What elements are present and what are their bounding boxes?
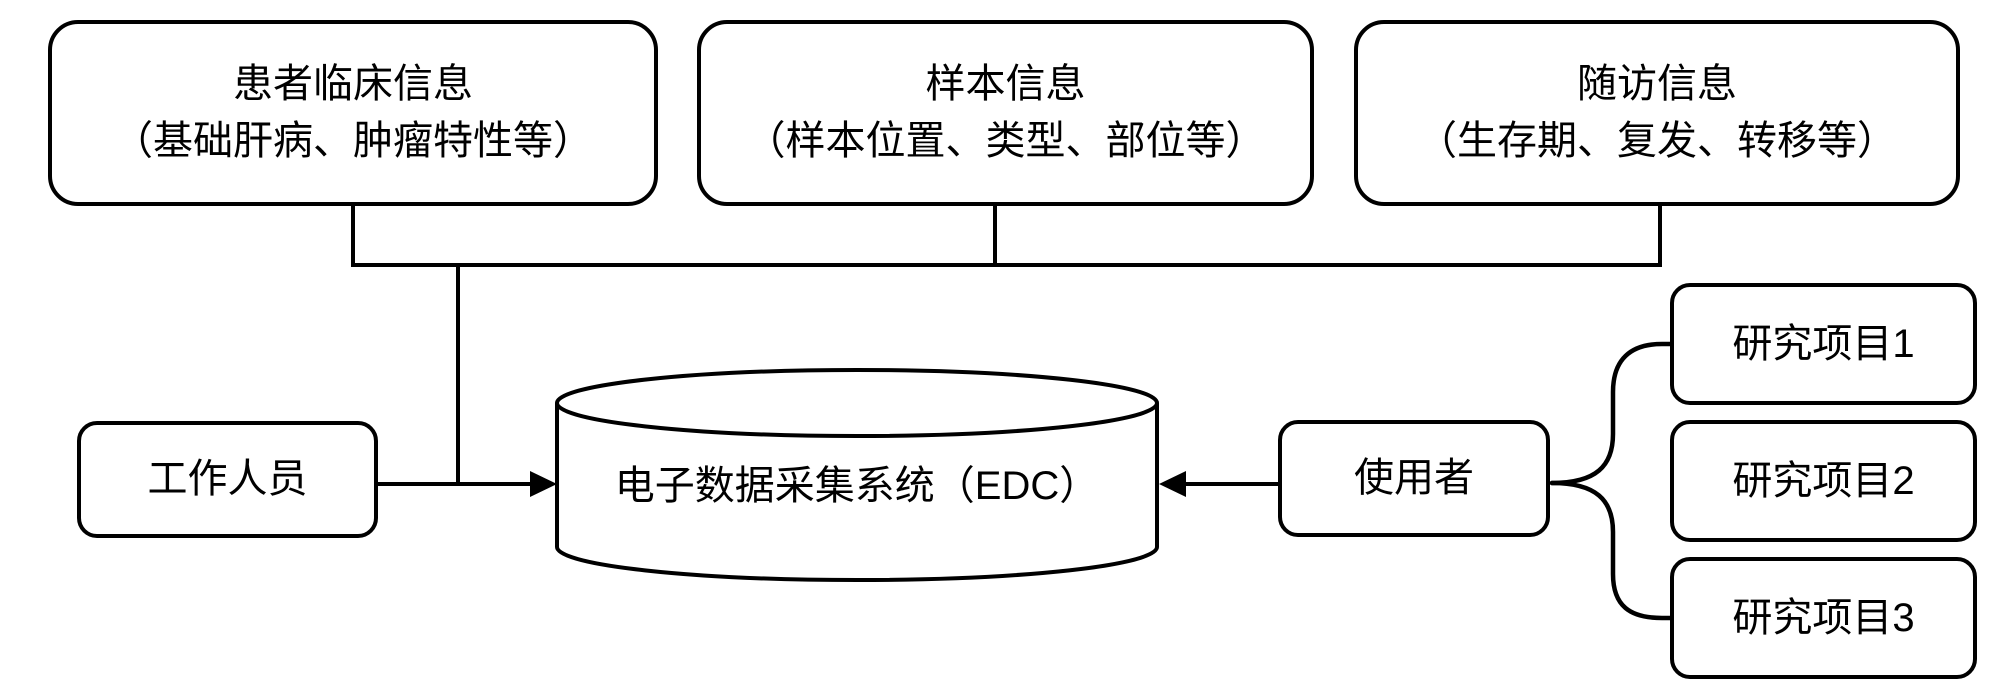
edc-cylinder-top-ellipse: [555, 368, 1159, 438]
project-box-1-label: 研究项目1: [1732, 321, 1915, 366]
project-box-3-label: 研究项目3: [1732, 595, 1915, 640]
connector-top-tree-line: [351, 204, 1662, 267]
project-box-3: 研究项目3: [1670, 557, 1977, 679]
arrowhead-user-to-edc: [1159, 471, 1186, 497]
edc-cylinder-body: [555, 403, 1159, 582]
brace-user-to-projects-lower: [1549, 480, 1677, 621]
user-box: 使用者: [1278, 420, 1550, 537]
patient-clinical-info-box: 患者临床信息 （基础肝病、肿瘤特性等）: [48, 20, 658, 206]
project-box-2-label: 研究项目2: [1732, 458, 1915, 503]
staff-box: 工作人员: [77, 421, 378, 538]
followup-info-detail: （生存期、复发、转移等）: [1417, 119, 1897, 163]
sample-info-detail: （样本位置、类型、部位等）: [745, 119, 1266, 163]
edc-label: 电子数据采集系统（EDC）: [614, 464, 1100, 508]
arrowhead-staff-to-edc: [530, 471, 557, 497]
followup-info-title: 随访信息: [1577, 62, 1737, 106]
sample-info-title: 样本信息: [925, 62, 1086, 106]
sample-info-box: 样本信息 （样本位置、类型、部位等）: [697, 20, 1314, 206]
patient-clinical-info-detail: （基础肝病、肿瘤特性等）: [113, 119, 593, 163]
followup-info-box: 随访信息 （生存期、复发、转移等）: [1354, 20, 1960, 206]
project-box-1: 研究项目1: [1670, 283, 1977, 405]
staff-box-label: 工作人员: [147, 457, 308, 501]
project-box-2: 研究项目2: [1670, 420, 1977, 542]
patient-clinical-info-title: 患者临床信息: [233, 62, 473, 106]
user-box-label: 使用者: [1354, 456, 1474, 500]
brace-user-to-projects-upper: [1549, 341, 1677, 486]
